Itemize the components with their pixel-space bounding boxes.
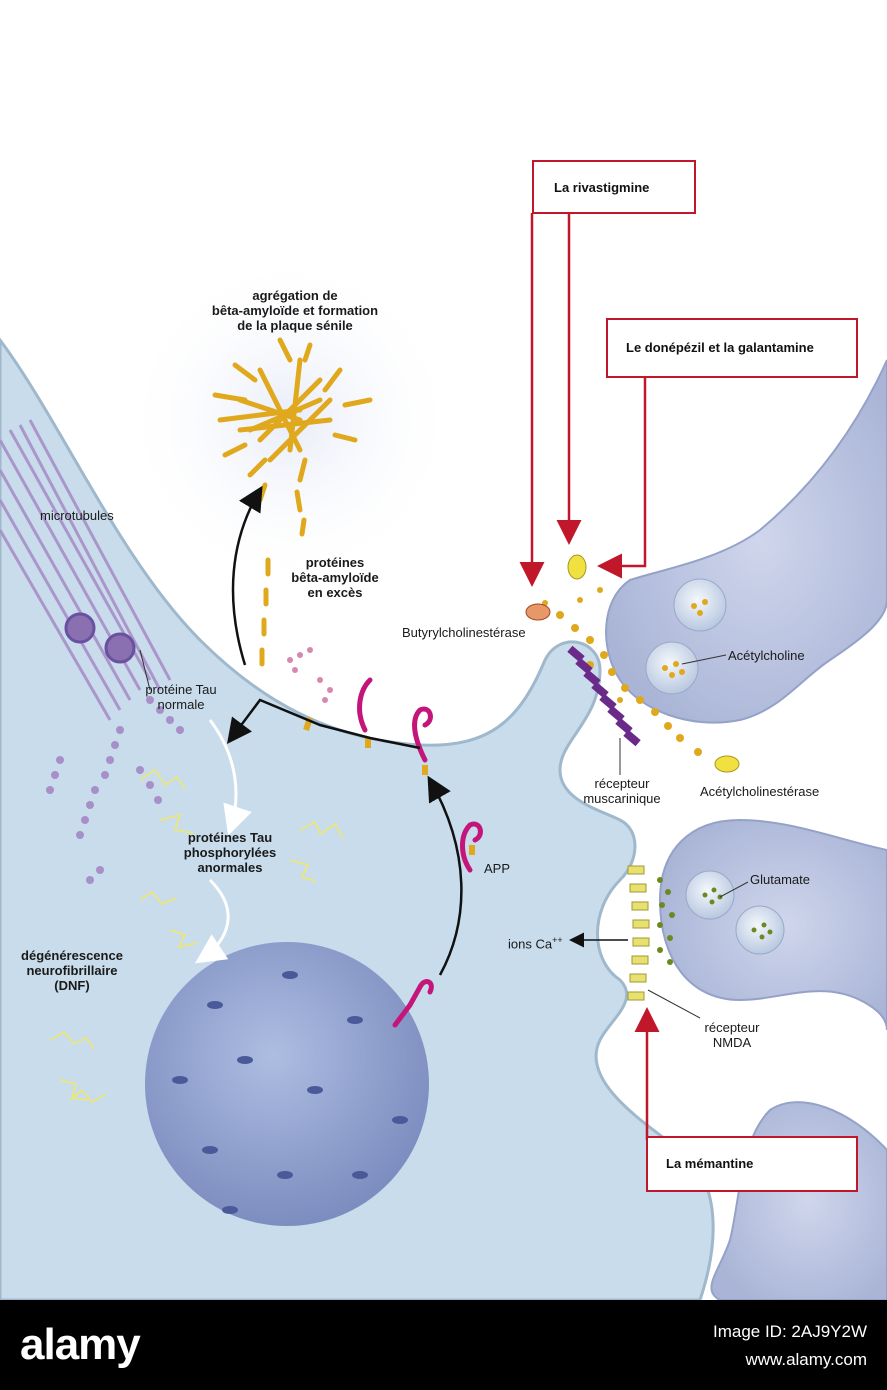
leader-nmda (647, 989, 701, 1019)
plaque-halo (120, 250, 460, 590)
microtubule-cross-section-2 (104, 632, 136, 664)
muscarinic-receptor (567, 645, 641, 747)
label-dnf-line3: (DNF) (54, 978, 90, 993)
arrow-app-to-membrane (427, 775, 463, 976)
label-recepteur-nmda: récepteur NMDA (692, 1020, 772, 1050)
arrow-cleavage (227, 698, 421, 750)
label-ions-ca: ions Ca++ (508, 933, 563, 951)
label-proteines-tau-phos: protéines Tau phosphorylées anormales (175, 830, 285, 875)
label-ions-ca-sup: ++ (552, 935, 563, 945)
label-acetylcholine: Acétylcholine (728, 648, 805, 663)
label-agregation-line3: de la plaque sénile (237, 318, 353, 333)
watermark-image-id: Image ID: 2AJ9Y2W (712, 1322, 867, 1341)
label-tau-phos-line2: phosphorylées (183, 845, 277, 860)
drug-box-rivastigmine: La rivastigmine (532, 160, 696, 214)
label-microtubules: microtubules (40, 508, 114, 523)
label-recepteur-muscarinique: récepteur muscarinique (572, 776, 672, 806)
drug-box-memantine: La mémantine (646, 1136, 858, 1192)
label-tau-phos-line3: anormales (197, 860, 263, 875)
label-proteine-tau-line2: normale (157, 697, 205, 712)
drug-rivastigmine-label: La rivastigmine (554, 180, 650, 195)
label-ions-ca-text: ions Ca (508, 936, 553, 952)
presynaptic-terminal-upper (605, 359, 887, 724)
label-proteines-beta-line1: protéines (305, 555, 365, 570)
drug-memantine-label: La mémantine (666, 1156, 754, 1171)
arrow-tau-dnf (195, 878, 230, 964)
label-butyrylcholinesterase: Butyrylcholinestérase (402, 625, 526, 640)
label-proteine-tau: protéine Tau normale (126, 682, 236, 712)
butyrylcholinesterase-enzyme (525, 603, 551, 621)
label-recepteur-musc-line1: récepteur (594, 776, 650, 791)
arrow-tau-phos (208, 719, 252, 836)
app-proteins (357, 677, 483, 1028)
arrow-donepezil (597, 378, 647, 579)
amyloid-fragments (259, 517, 307, 667)
label-agregation: agrégation de bêta-amyloïde et formation… (195, 288, 395, 333)
label-proteines-beta-line2: bêta-amyloïde (291, 570, 379, 585)
label-agregation-line2: bêta-amyloïde et formation (211, 303, 379, 318)
alzheimer-diagram: agrégation de bêta-amyloïde et formation… (0, 160, 887, 1302)
label-nmda-line1: récepteur (704, 1020, 760, 1035)
label-degenerescence: dégénérescence neurofibrillaire (DNF) (12, 948, 132, 993)
label-acetylcholinesterase: Acétylcholinestérase (700, 784, 820, 799)
drug-box-donepezil: Le donépézil et la galantamine (606, 318, 858, 378)
watermark-logo: alamy (20, 1320, 141, 1369)
microtubule-cross-section-1 (64, 612, 96, 644)
amyloid-plaque (212, 337, 373, 513)
presynaptic-terminal-bottom (710, 1101, 887, 1301)
app-fragments (287, 647, 333, 703)
glutamate-vesicles (685, 870, 785, 955)
nuclear-pores (172, 971, 408, 1214)
nmda-receptor (627, 865, 650, 1001)
label-tau-phos-line1: protéines Tau (187, 830, 273, 845)
leader-tau (139, 649, 151, 691)
label-app: APP (484, 861, 511, 876)
microtubules-bundle (0, 419, 172, 721)
glutamate-molecules (657, 877, 675, 965)
arrow-to-plaque (231, 485, 263, 666)
acetylcholine-molecules (542, 587, 702, 756)
watermark-url: www.alamy.com (745, 1350, 867, 1369)
label-agregation-line1: agrégation de (252, 288, 338, 303)
leader-acetylcholine (681, 654, 727, 665)
tau-beads (46, 696, 184, 884)
label-glutamate: Glutamate (750, 872, 810, 887)
nucleus (145, 942, 429, 1226)
acetylcholinesterase-enzyme (714, 755, 740, 773)
label-recepteur-musc-line2: muscarinique (583, 791, 661, 806)
acetylcholine-vesicles (645, 578, 727, 695)
label-proteines-beta: protéines bêta-amyloïde en excès (270, 555, 400, 600)
acetylcholinesterase-enzyme-top (567, 554, 587, 580)
label-proteine-tau-line1: protéine Tau (145, 682, 217, 697)
watermark-bar: alamy Image ID: 2AJ9Y2W www.alamy.com (0, 1300, 887, 1390)
label-nmda-line2: NMDA (712, 1035, 752, 1050)
label-dnf-line1: dégénérescence (21, 948, 123, 963)
label-proteines-beta-line3: en excès (307, 585, 363, 600)
label-dnf-line2: neurofibrillaire (26, 963, 118, 978)
leader-glutamate (719, 881, 749, 898)
diagram-artwork (0, 213, 887, 1302)
tau-tangles (49, 768, 344, 1103)
drug-donepezil-label: Le donépézil et la galantamine (626, 340, 814, 355)
